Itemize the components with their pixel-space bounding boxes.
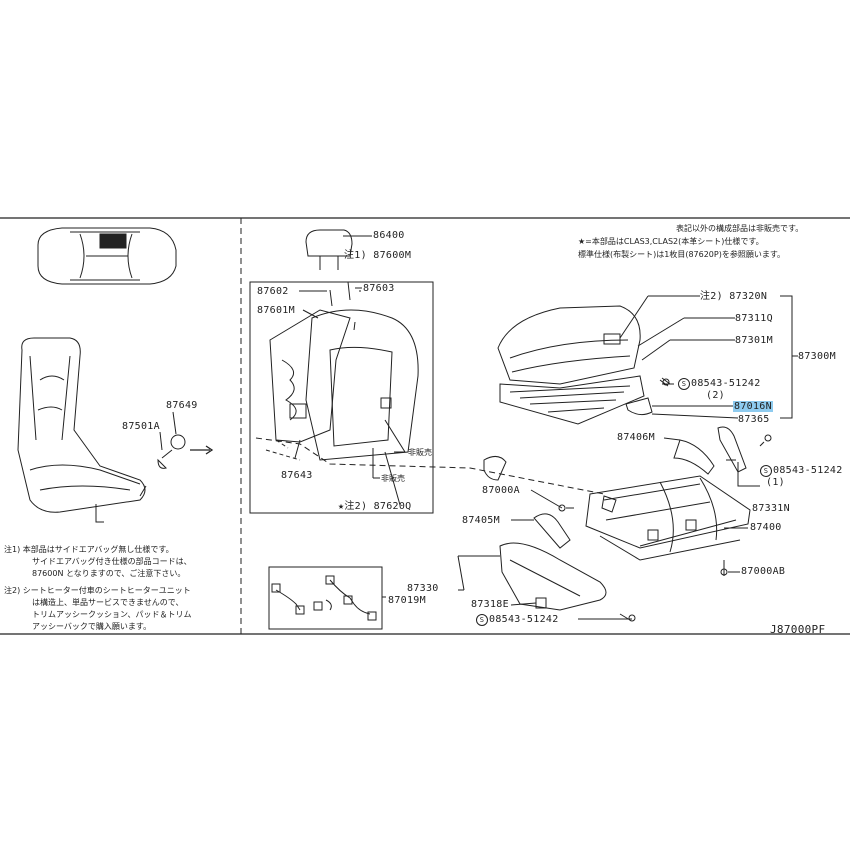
seat-cushion-icon — [497, 305, 653, 425]
screw-qty-2: (1) — [766, 477, 785, 488]
part-label-87365: 87365 — [738, 414, 770, 425]
part-label-87000ab: 87000AB — [741, 566, 786, 577]
bolt-icon — [720, 560, 728, 576]
note-left-7: アッシーバックで購入願います。 — [32, 622, 152, 631]
seat-rail-icon — [585, 475, 751, 561]
trim-cover-icon — [483, 456, 617, 549]
note-left-3: 87600N となりますので、ご注意下さい。 — [32, 569, 186, 578]
note-top-1: 表記以外の構成部品は非販売です。 — [676, 224, 804, 233]
screw-mark: S — [760, 465, 772, 477]
part-label-87000a: 87000A — [482, 485, 520, 496]
part-label-87603: 87603 — [363, 283, 395, 294]
note-left-2: サイドエアバッグ付き仕様の部品コードは、 — [32, 557, 192, 566]
part-label-87643: 87643 — [281, 470, 313, 481]
note-left-1: 注1) 本部品はサイドエアバッグ無し仕様です。 — [4, 545, 174, 554]
part-label-87318e: 87318E — [471, 599, 509, 610]
seat-heater-harness-icon — [271, 575, 377, 621]
part-label-87649: 87649 — [166, 400, 198, 411]
note-top-3: 標準仕様(布製シート)は1枚目(87620P)を参照願います。 — [578, 250, 786, 259]
note-left-6: トリムアッシークッション、パッド＆トリム — [32, 610, 192, 619]
bolt-icon — [619, 613, 636, 622]
part-label-87501a: 87501A — [122, 421, 160, 432]
part-label-87602: 87602 — [257, 286, 289, 297]
note-left-4: 注2) シートヒーター付車のシートヒーターユニット — [4, 586, 191, 595]
car-top-view-icon — [37, 227, 177, 285]
note-top-2: ★=本部品はCLAS3,CLAS2(本革シート)仕様です。 — [578, 237, 764, 246]
not-sold-label-2: 非販売 — [381, 474, 405, 483]
screw-mark: S — [678, 378, 690, 390]
part-label-87016n: 87016N — [733, 401, 773, 412]
part-label-87400: 87400 — [750, 522, 782, 533]
part-label-87301m: 87301M — [735, 335, 773, 346]
seatback-pad-icon — [305, 309, 419, 461]
part-label-87320n: 注2) 87320N — [700, 291, 768, 302]
part-label-87311q: 87311Q — [735, 313, 773, 324]
not-sold-label-1: 非販売 — [408, 448, 432, 457]
rail-cover-icon — [499, 542, 607, 611]
drawing-code: J87000PF — [770, 623, 826, 636]
seatback-group-box — [249, 281, 434, 514]
highlighted-part-number: 87016N — [733, 401, 773, 412]
seatback-frame-icon — [269, 309, 351, 443]
bolt-icon — [759, 434, 772, 447]
part-label-87019m: 87019M — [388, 595, 426, 606]
part-label-87620q: ★注2) 87620Q — [338, 501, 412, 512]
part-label-86400: 86400 — [373, 230, 405, 241]
part-label-87601m: 87601M — [257, 305, 295, 316]
part-label-87330: 87330 — [407, 583, 439, 594]
headrest-icon — [305, 229, 353, 270]
bolt-icon — [659, 377, 671, 387]
adjuster-knob-icon — [157, 434, 186, 469]
seat-assembly-icon — [17, 337, 147, 523]
note-left-5: は構造上、単品サービスできませんので、 — [32, 598, 184, 607]
bolt-icon — [558, 504, 574, 512]
harness-box — [268, 566, 383, 630]
part-label-87600m: 注1) 87600M — [344, 250, 412, 261]
recliner-cover-icon — [673, 426, 747, 475]
part-label-87405m: 87405M — [462, 515, 500, 526]
screw-qty-1: (2) — [706, 390, 725, 401]
screw-mark: S — [476, 614, 488, 626]
arrow-icon — [190, 445, 214, 455]
part-label-87406m: 87406M — [617, 432, 655, 443]
part-label-87300m: 87300M — [798, 351, 836, 362]
part-label-87331n: 87331N — [752, 503, 790, 514]
